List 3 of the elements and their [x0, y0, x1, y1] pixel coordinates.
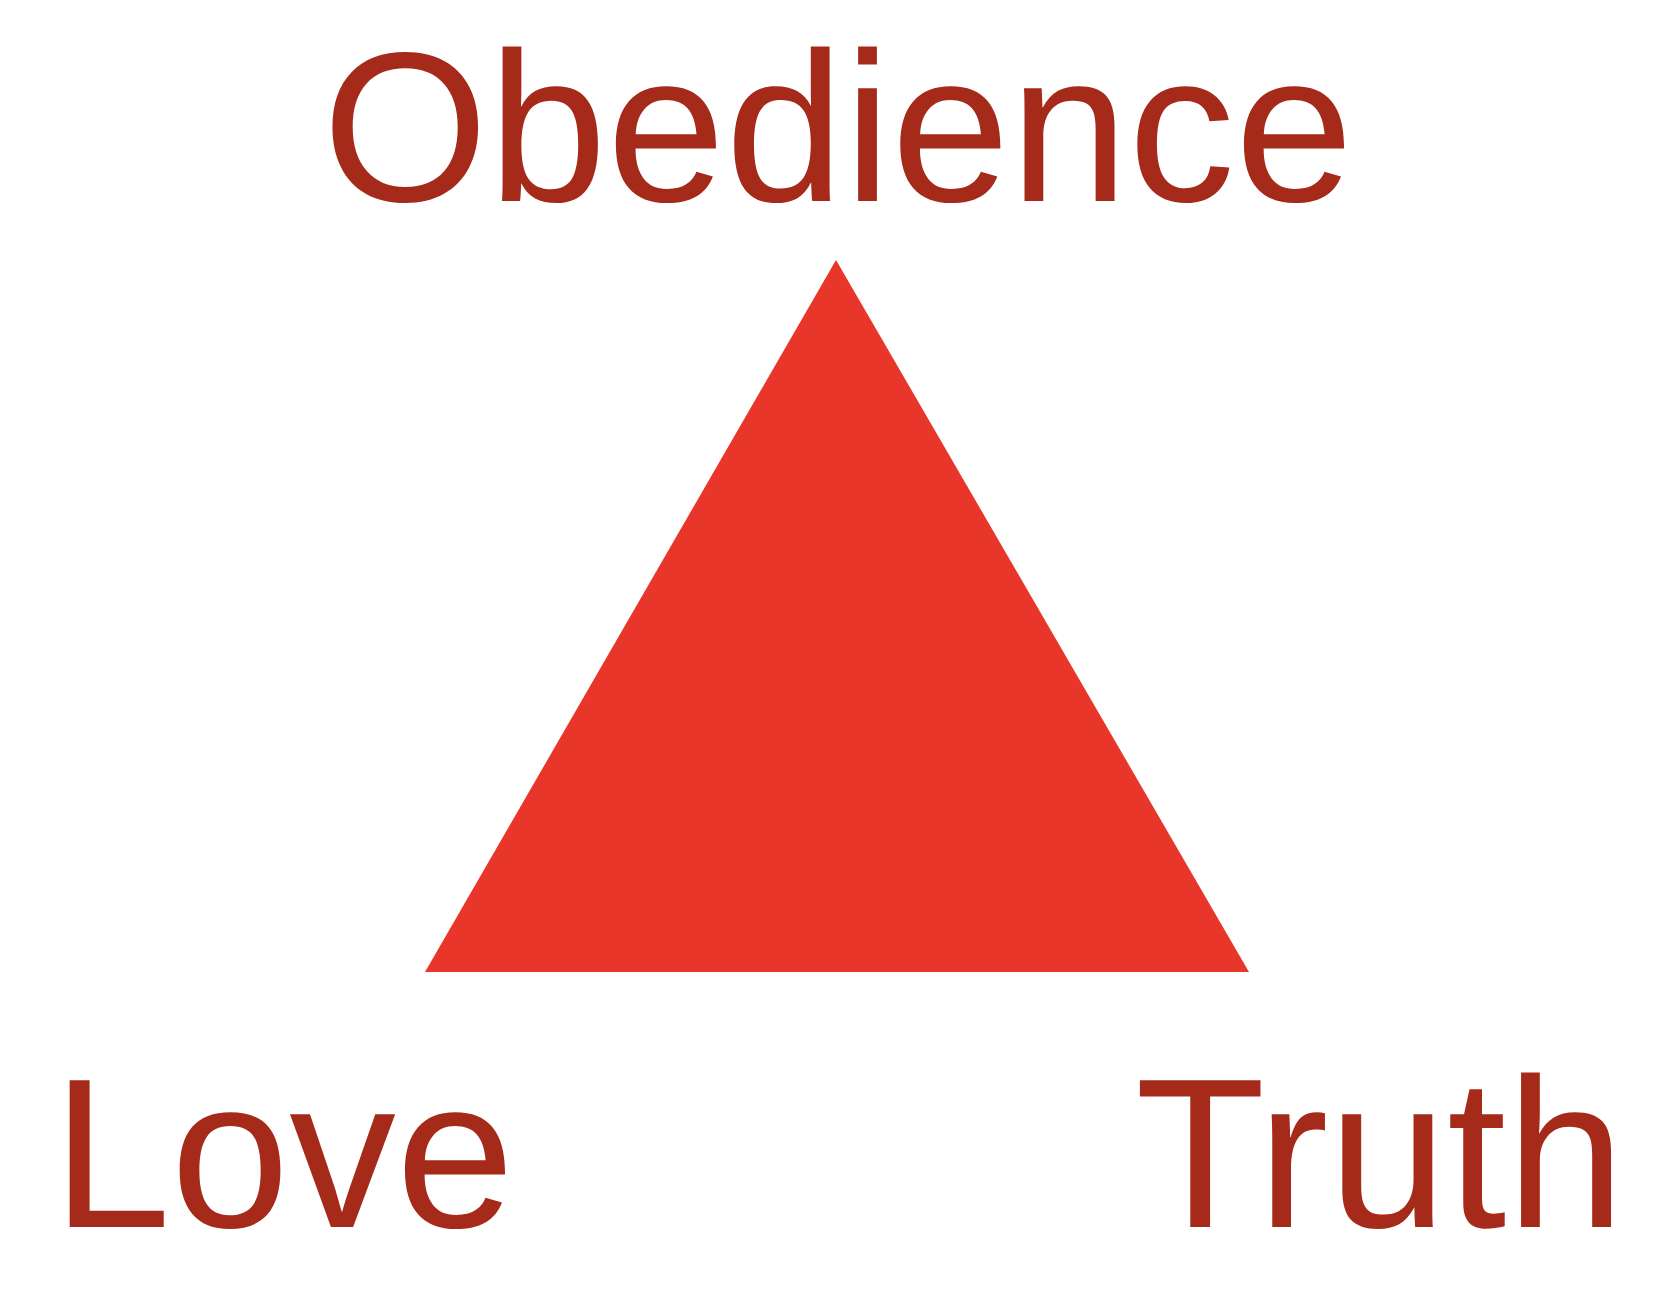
vertex-label: Truth: [1139, 1072, 1612, 1230]
vertex-label: Obedience: [332, 46, 1344, 204]
vertex-label: Love: [69, 1080, 505, 1230]
